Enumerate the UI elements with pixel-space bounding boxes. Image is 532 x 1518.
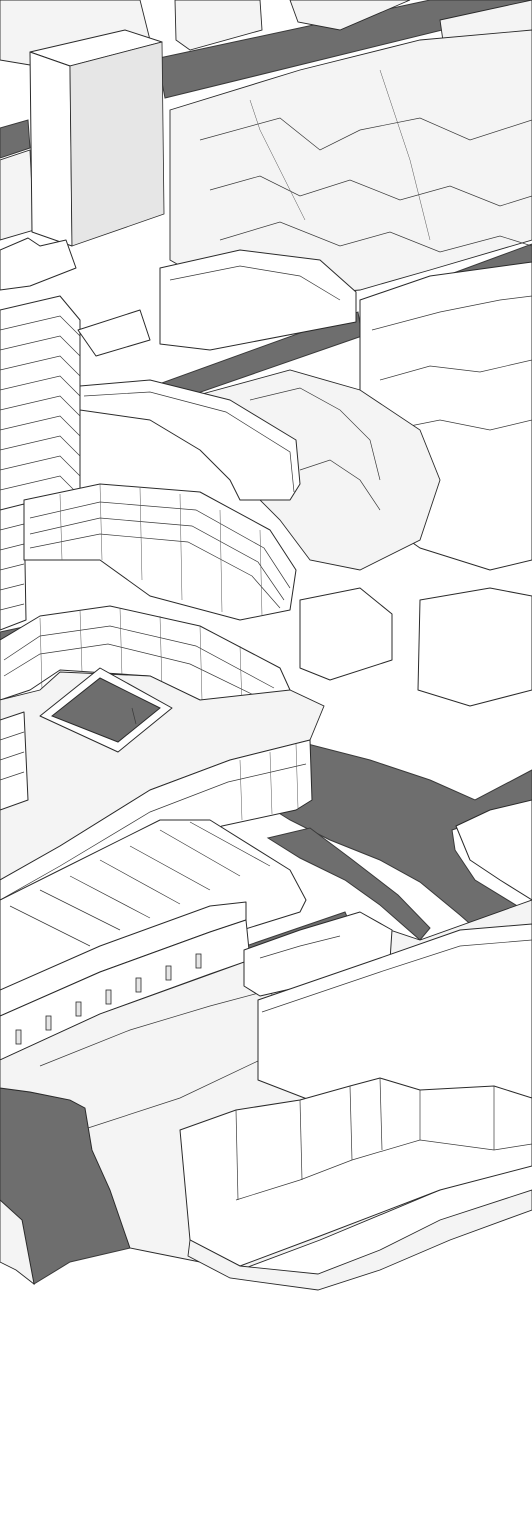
parking-structure-ribs: [9, 821, 271, 947]
block-top-3: [289, 0, 411, 31]
block-mid-right-2-detail-2: [379, 359, 532, 381]
filler-left-mid: [0, 237, 77, 291]
road-central-curve: [235, 741, 532, 986]
slab-tower-left: [0, 295, 81, 521]
courtyard-block-upper: [23, 483, 297, 621]
side-block-under-deck-floors: [0, 731, 25, 781]
block-right-upper-detail-3: [219, 221, 532, 253]
block-mid-right-1: [159, 249, 357, 351]
main-residential-complex: [0, 295, 325, 1061]
elevated-walkway-edge: [83, 391, 295, 493]
block-right-lower-2: [299, 587, 393, 681]
ground-plane-lower-edge-2: [87, 1059, 261, 1129]
road-top-left-stub: [0, 119, 31, 159]
lower-site: [0, 899, 532, 1291]
tower-side-face: [69, 41, 165, 247]
side-block-under-deck: [0, 711, 29, 811]
elevated-walkway: [79, 379, 301, 501]
slab-tower-left-floors: [0, 315, 81, 497]
block-right-upper-detail-4: [249, 99, 306, 221]
front-wall-openings: [15, 953, 202, 1045]
ground-edge-bottom: [187, 1189, 532, 1291]
courtyard-void-floor: [51, 677, 161, 743]
block-right-upper-detail-5: [379, 69, 431, 241]
block-top-2: [174, 0, 263, 51]
block-center-plaza-detail: [249, 387, 381, 481]
filler-blocks: [0, 237, 532, 901]
left-ground-wedge: [0, 1199, 35, 1286]
slab-column-lower-left-floors: [0, 523, 25, 611]
courtyard-block-lower-floors: [3, 607, 275, 707]
podium-lower-level-detail: [0, 743, 307, 901]
block-right-upper-detail-2: [209, 175, 532, 207]
filler-upper-mid: [77, 309, 151, 357]
background-city-blocks: [0, 0, 532, 301]
tower: [29, 29, 165, 247]
block-right-lower-1: [417, 587, 532, 707]
filler-road-island: [455, 799, 532, 901]
block-right-upper-detail: [199, 117, 532, 151]
block-center-plaza-detail-2: [299, 459, 381, 511]
road-south-branch: [266, 827, 431, 941]
block-mid-right-2-detail: [371, 295, 532, 331]
tower-front-face: [29, 51, 73, 247]
courtyard-block-upper-floors: [29, 483, 291, 617]
block-mid-right-2-detail-3: [389, 419, 532, 431]
stepped-low-building-detail: [235, 1077, 532, 1201]
large-low-building-detail: [261, 939, 532, 1013]
stepped-low-building: [179, 1077, 532, 1267]
block-mid-right-1-detail: [169, 265, 341, 301]
courtyard-void-column: [131, 707, 137, 725]
block-left-lower-strip: [0, 149, 35, 241]
low-building-mid-detail: [259, 935, 341, 959]
